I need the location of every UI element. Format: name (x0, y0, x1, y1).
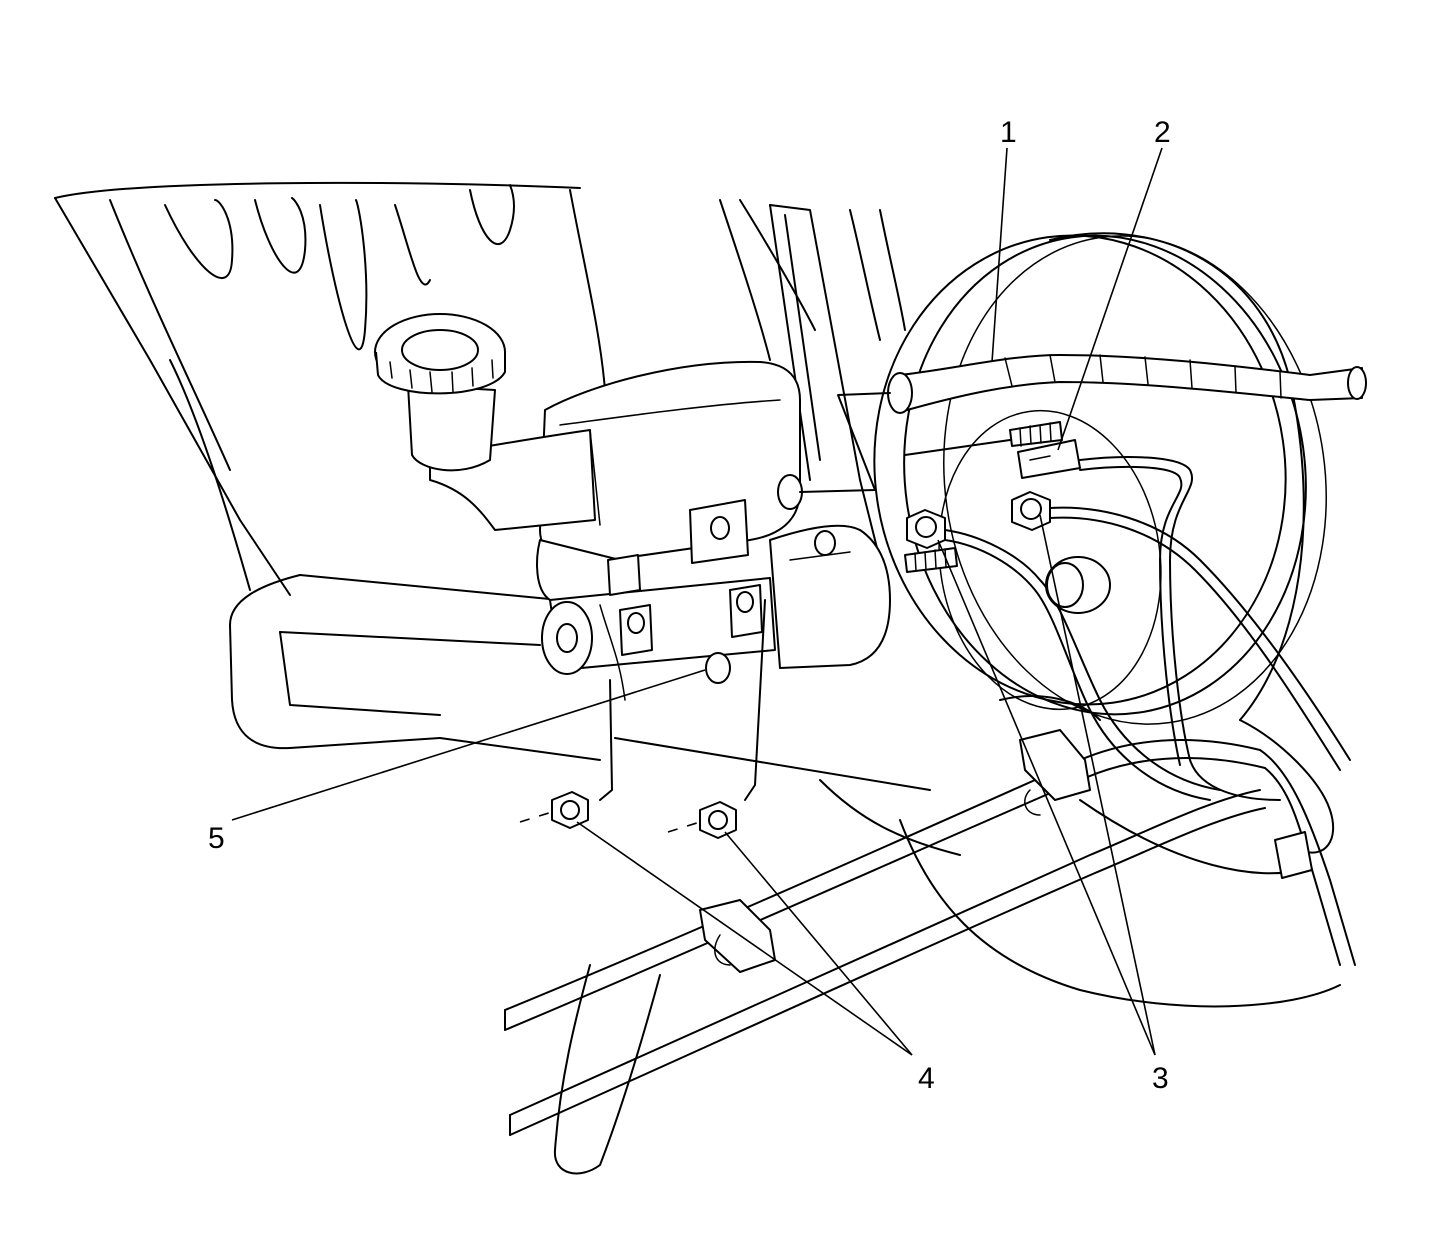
reservoir-cap (374, 313, 506, 472)
mounting-bracket-strip (769, 204, 881, 561)
brake-line-bundle (504, 695, 1356, 1136)
lower-tray (229, 574, 961, 856)
vacuum-hose (887, 354, 1367, 414)
frame-shape (553, 799, 1341, 1175)
master-cylinder-body (541, 499, 891, 701)
callout-1: 1 (1000, 116, 1017, 149)
brake-pipe-fittings (906, 439, 1351, 801)
callout-3: 3 (1152, 1062, 1169, 1095)
leader-lines (231, 147, 1163, 1056)
callout-2: 2 (1154, 116, 1171, 149)
body-panel (54, 181, 906, 596)
callout-4: 4 (918, 1062, 935, 1095)
callout-5: 5 (208, 822, 225, 855)
mount-bracket (599, 599, 766, 801)
mounting-nuts (519, 791, 737, 839)
callout-labels: 1 2 3 4 5 (208, 116, 1171, 1095)
